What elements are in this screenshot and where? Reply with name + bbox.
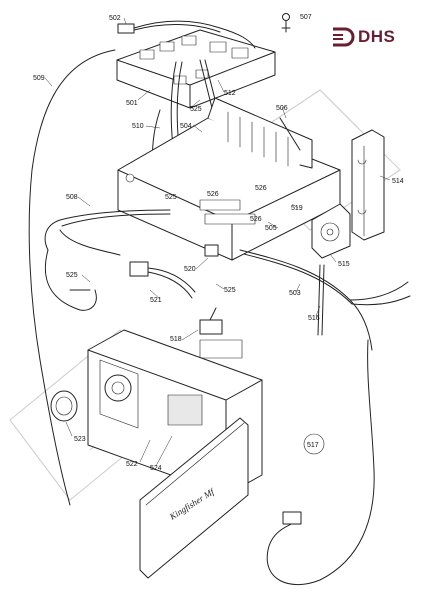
bracket-506 (279, 117, 301, 151)
lead-525-left (44, 249, 97, 311)
part-label-519: 519 (291, 205, 303, 212)
fan-515 (311, 203, 351, 259)
switch-518 (199, 307, 243, 359)
part-label-517: 517 (307, 442, 319, 449)
chassis-tray (117, 97, 341, 261)
dhs-logo-mark-icon (333, 27, 355, 47)
knob-523 (50, 390, 78, 422)
part-label-526-b: 526 (255, 185, 267, 192)
relay-521 (129, 261, 196, 299)
part-label-526-c: 526 (250, 216, 262, 223)
part-label-525-right: 525 (224, 287, 236, 294)
part-label-504: 504 (180, 123, 192, 130)
part-label-512: 512 (224, 90, 236, 97)
harness-503 (239, 249, 411, 351)
part-label-515: 515 (338, 261, 350, 268)
part-label-508: 508 (66, 194, 78, 201)
dhs-logo: DHS (331, 25, 415, 49)
rod-516 (317, 264, 325, 336)
part-label-501: 501 (126, 100, 138, 107)
part-label-523: 523 (74, 436, 86, 443)
part-label-518: 518 (170, 336, 182, 343)
part-label-525-top: 525 (190, 106, 202, 113)
logo-text: DHS (358, 27, 396, 46)
control-box-501 (116, 29, 276, 109)
harness-508 (44, 209, 171, 256)
part-label-524: 524 (150, 465, 162, 472)
front-fascia-524 (139, 417, 249, 579)
part-label-525-mid: 525 (165, 194, 177, 201)
part-label-502: 502 (109, 15, 121, 22)
part-label-514: 514 (392, 178, 404, 185)
part-label-520: 520 (184, 266, 196, 273)
part-label-521: 521 (150, 297, 162, 304)
part-label-506: 506 (276, 105, 288, 112)
part-label-505: 505 (265, 225, 277, 232)
bracket-514 (351, 129, 385, 241)
cable-517 (266, 339, 375, 585)
part-label-507: 507 (300, 14, 312, 21)
leader-lines (44, 17, 391, 467)
part-label-509: 509 (33, 75, 45, 82)
part-label-522: 522 (126, 461, 138, 468)
part-label-525-left: 525 (66, 272, 78, 279)
cable-509 (28, 49, 116, 506)
callout-circle-517 (303, 433, 325, 455)
part-label-510: 510 (132, 123, 144, 130)
part-label-503: 503 (289, 290, 301, 297)
clip-507 (281, 13, 291, 33)
clip-520 (204, 244, 219, 257)
part-label-526-a: 526 (207, 191, 219, 198)
part-label-516: 516 (308, 315, 320, 322)
plug-517 (282, 511, 302, 525)
